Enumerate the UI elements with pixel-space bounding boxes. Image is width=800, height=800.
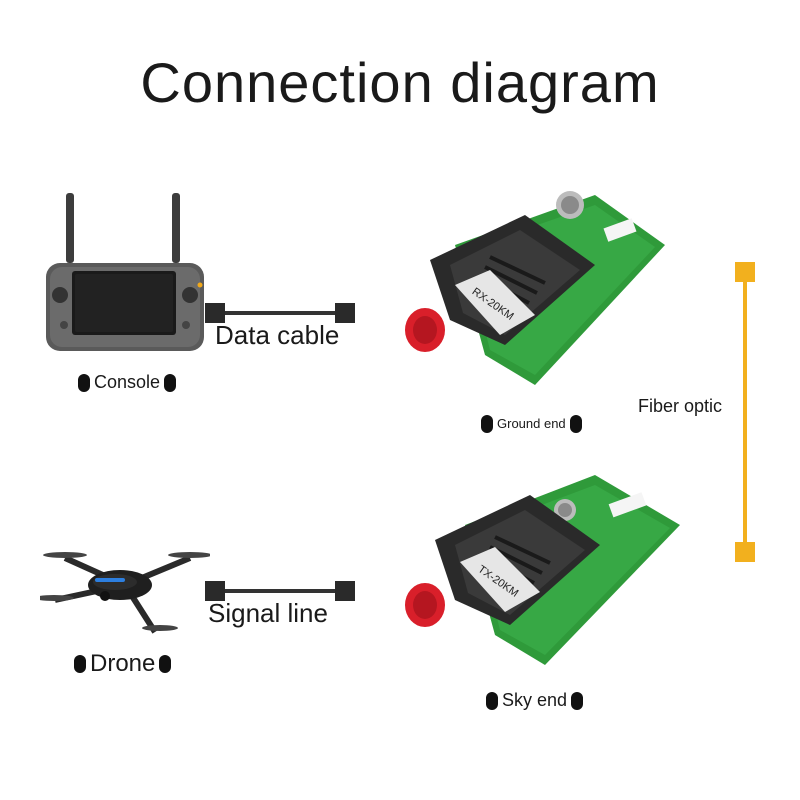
data-cable-line	[205, 302, 355, 324]
ground-end-label: Ground end	[485, 416, 578, 431]
fiber-optic-label: Fiber optic	[638, 396, 723, 416]
signal-line	[205, 580, 355, 602]
sky-end-label: Sky end	[490, 690, 579, 711]
drone-label: Drone	[78, 650, 167, 678]
drone-device-image	[40, 540, 210, 640]
fiber-optic-line	[733, 262, 757, 562]
signal-line-label: Signal line	[208, 598, 328, 628]
console-label: Console	[82, 372, 172, 393]
console-device-image	[40, 185, 210, 360]
ground-end-label-text: Ground end	[485, 416, 578, 431]
drone-label-text: Drone	[78, 650, 167, 678]
sky-end-module-image: TX-20KM	[395, 470, 680, 670]
ground-end-module-image: RX-20KM	[395, 185, 670, 395]
console-label-text: Console	[82, 372, 172, 393]
sky-end-label-text: Sky end	[490, 690, 579, 711]
data-cable-label: Data cable	[215, 320, 340, 350]
diagram-title: Connection diagram	[140, 51, 660, 114]
